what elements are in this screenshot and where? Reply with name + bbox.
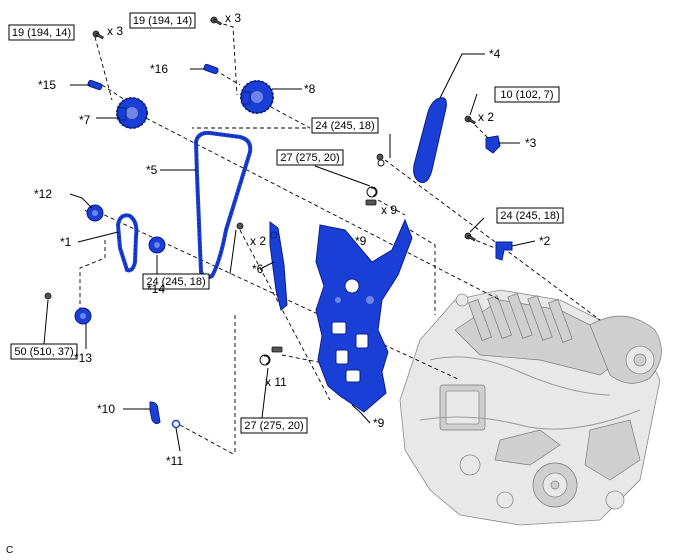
part-label-14: *14 (147, 282, 165, 296)
oil-pump-chain (115, 213, 139, 273)
part-label-8: *8 (304, 82, 316, 96)
oil-pump-drive-gear (74, 307, 92, 325)
part-15-pin (87, 79, 103, 91)
part-label-12: *12 (34, 187, 52, 201)
part-10-clip (149, 401, 161, 425)
quantity-x2-upper: x 2 (478, 110, 494, 124)
timing-chain-cover (315, 218, 413, 413)
camshaft-sprocket-left (116, 97, 148, 129)
svg-text:27 (275, 20): 27 (275, 20) (280, 152, 339, 164)
part-label-11: *11 (166, 454, 183, 468)
quantity-x3-left: x 3 (107, 24, 123, 38)
part-3-idler (485, 135, 501, 154)
part-2-bracket (495, 241, 513, 261)
part-label-9-upper: *9 (355, 234, 367, 248)
part-label-2: *2 (539, 234, 551, 248)
chain-tensioner-arm (413, 97, 447, 183)
part-label-5: *5 (146, 163, 158, 177)
part-16-pin (203, 63, 219, 75)
part-label-15: *15 (38, 78, 56, 92)
part-11-oring (171, 419, 181, 429)
crankshaft-sprocket (86, 204, 104, 222)
part-label-1: *1 (60, 235, 72, 249)
part-label-4: *4 (489, 47, 501, 61)
part-14-sprocket (148, 236, 166, 254)
part-label-3: *3 (525, 136, 537, 150)
quantity-x2-middle: x 2 (250, 234, 266, 248)
bolts (44, 16, 476, 366)
part-label-9: *9 (373, 416, 385, 430)
torque-spec-24-245-18-right: 24 (245, 18) (496, 207, 564, 224)
svg-text:10 (102, 7): 10 (102, 7) (500, 89, 553, 101)
torque-spec-27-275-20-upper: 27 (275, 20) (276, 149, 344, 166)
torque-spec-24-245-18-middle: 24 (245, 18) (142, 273, 210, 290)
leader-lines (43, 53, 536, 452)
torque-spec-24-245-18-upper: 24 (245, 18) (311, 117, 379, 134)
part-label-7: *7 (79, 113, 91, 127)
part-label-10: *10 (97, 402, 115, 416)
figure-code: C (6, 545, 13, 556)
torque-spec-10-102-7: 10 (102, 7) (494, 86, 560, 103)
svg-text:19 (194, 14): 19 (194, 14) (12, 27, 71, 39)
torque-spec-50-510-37: 50 (510, 37) (10, 343, 78, 360)
torque-spec-27-275-20-lower: 27 (275, 20) (240, 417, 308, 434)
timing-chain (193, 130, 253, 280)
part-label-6: *6 (252, 262, 264, 276)
engine-assembly (399, 289, 662, 526)
quantity-x3-top: x 3 (225, 11, 241, 25)
quantity-x9: x 9 (381, 203, 397, 217)
svg-text:24 (245, 18): 24 (245, 18) (146, 276, 205, 288)
svg-text:24 (245, 18): 24 (245, 18) (500, 210, 559, 222)
part-label-16: *16 (150, 62, 168, 76)
chain-guide (269, 221, 288, 311)
quantity-x11: x 11 (265, 375, 287, 389)
svg-text:50 (510, 37): 50 (510, 37) (14, 346, 73, 358)
part-label-13: *13 (74, 351, 92, 365)
svg-text:19 (194, 14): 19 (194, 14) (133, 15, 192, 27)
torque-spec-19-194-14-left: 19 (194, 14) (8, 24, 75, 41)
svg-text:27 (275, 20): 27 (275, 20) (244, 420, 303, 432)
camshaft-sprocket-right (240, 80, 274, 114)
torque-spec-19-194-14-top: 19 (194, 14) (129, 12, 196, 29)
svg-text:24 (245, 18): 24 (245, 18) (315, 120, 374, 132)
